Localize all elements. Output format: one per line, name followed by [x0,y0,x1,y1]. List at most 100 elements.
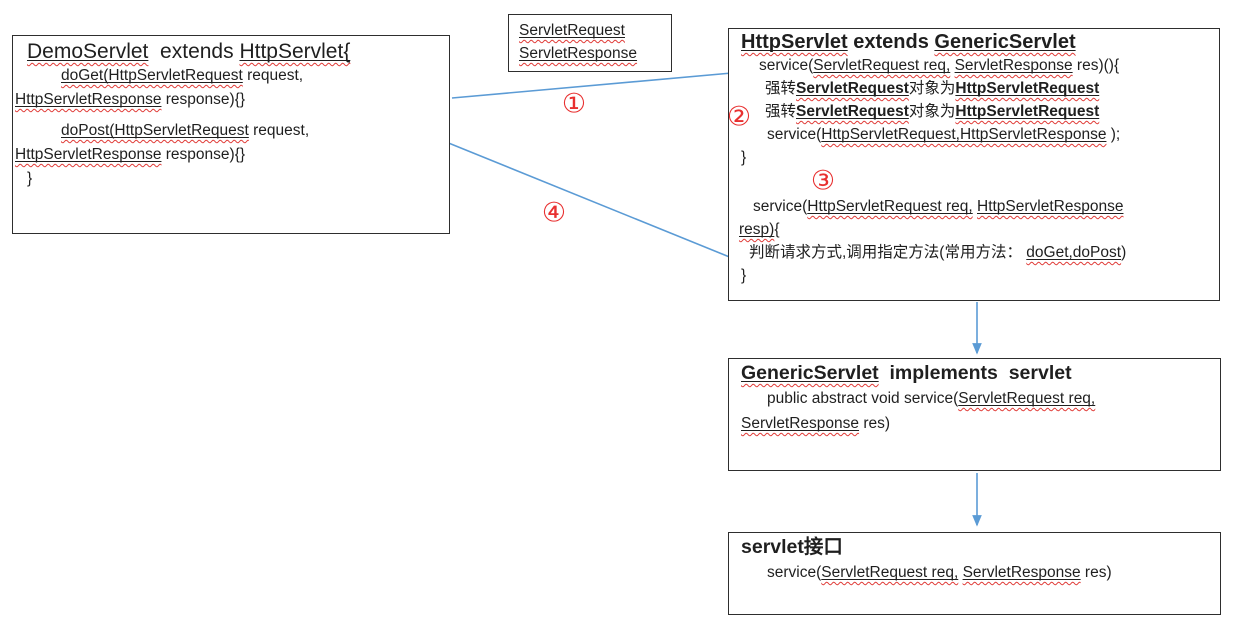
text-segment: extends [847,31,935,53]
spellcheck-underlined-text: doGet,doPost [1026,244,1122,261]
spellcheck-underlined-text: HttpServletResponse [15,146,162,163]
text-segment: HttpServlet [741,31,848,53]
spellcheck-underlined-text: ServletRequest [796,80,909,97]
code-line: ServletRequest [511,19,665,42]
code-line: service(HttpServletRequest,HttpServletRe… [731,123,1213,146]
spellcheck-underlined-text: HttpServletResponse [977,198,1124,215]
text-segment: } [27,170,33,187]
text-segment: request, [248,122,310,139]
text-segment: ); [1106,126,1121,143]
text-segment: GenericServlet [934,31,1075,53]
text-segment: ServletRequest req, [813,57,950,74]
text-segment: { [774,221,780,238]
code-line: service(ServletRequest req, ServletRespo… [731,560,1214,585]
text-segment: HttpServletRequest req, [807,198,972,215]
text-segment: implements servlet [878,362,1072,384]
spellcheck-underlined-text: ServletRequest req, [958,390,1096,407]
text-segment: res)(){ [1072,57,1120,74]
code-line: } [731,146,1213,169]
text-segment: HttpServletResponse [15,91,161,108]
text-segment: public abstract void service( [767,390,959,407]
code-line: ServletResponse res) [731,411,1214,436]
text-segment: 强转 [765,80,797,97]
text-segment: servlet接口 [741,536,843,558]
spellcheck-underlined-text: ServletRequest req, [821,564,959,581]
text-segment: HttpServlet{ [239,40,350,63]
spellcheck-underlined-text: resp) [739,221,775,238]
spellcheck-underlined-text: HttpServletRequest,HttpServletResponse [821,126,1107,143]
spellcheck-underlined-text: DemoServlet [27,40,149,63]
spellcheck-underlined-text: ServletResponse [519,45,638,62]
text-segment: service( [767,564,822,581]
spellcheck-underlined-text: ServletRequest req, [813,57,951,74]
code-line: 强转ServletRequest对象为HttpServletRequest [731,77,1213,100]
spellcheck-underlined-text: HttpServletRequest [955,103,1100,120]
text-segment: service( [759,57,814,74]
text-segment: response){} [161,146,246,163]
code-line: HttpServletResponse response){} [15,143,443,167]
spellcheck-underlined-text: ServletResponse [962,564,1081,581]
text-segment: ServletResponse [741,415,859,432]
code-line: doPost(HttpServletRequest request, [15,119,443,143]
spellcheck-underlined-text: GenericServlet [934,31,1076,53]
spellcheck-underlined-text: ServletResponse [741,415,860,432]
code-line: service(HttpServletRequest req, HttpServ… [731,195,1213,218]
text-segment: ServletRequest req, [821,564,958,581]
code-line: service(ServletRequest req, ServletRespo… [731,54,1213,77]
text-segment: resp) [739,221,774,238]
circled-number-2: ② [726,101,752,133]
text-segment: ServletRequest [519,22,625,39]
box-title-line: DemoServlet extends HttpServlet{ [15,38,443,64]
text-segment: doGet(HttpServletRequest [61,67,243,84]
text-segment: } [741,149,747,166]
box-title-line: GenericServlet implements servlet [731,361,1214,386]
spellcheck-underlined-text: GenericServlet [741,362,879,384]
text-segment: } [741,267,747,284]
text-segment: res) [1080,564,1112,581]
text-segment: ServletResponse [963,564,1081,581]
text-segment: HttpServletResponse [977,198,1123,215]
code-line: HttpServletResponse response){} [15,88,443,112]
text-segment: service( [753,198,808,215]
text-segment: DemoServlet [27,40,148,63]
spellcheck-underlined-text: HttpServlet{ [239,40,351,63]
code-line: resp){ [731,218,1213,241]
spellcheck-underlined-text: doGet(HttpServletRequest [61,67,243,84]
code-line: public abstract void service(ServletRequ… [731,386,1214,411]
code-line: ServletResponse [511,42,665,65]
circled-number-3: ③ [810,165,836,197]
text-segment: HttpServletResponse [15,146,161,163]
arrow-1-demo-to-httpservlet [451,68,745,99]
code-line: } [15,167,443,191]
spellcheck-underlined-text: ServletRequest [519,22,625,39]
spellcheck-underlined-text: HttpServletRequest req, [807,198,973,215]
spellcheck-underlined-text: HttpServlet [741,31,848,53]
text-segment: HttpServletRequest [955,103,1099,120]
text-segment: ServletRequest [796,80,909,97]
text-segment: 对象为 [908,80,956,97]
code-line: 强转ServletRequest对象为HttpServletRequest [731,100,1213,123]
text-segment: HttpServletRequest [955,80,1099,97]
text-segment: 判断请求方式,调用指定方法(常用方法： [749,244,1027,261]
text-segment: request, [242,67,304,84]
circled-number-1: ① [561,88,587,120]
text-segment: ServletResponse [955,57,1073,74]
spellcheck-underlined-text: ServletResponse [954,57,1073,74]
spellcheck-underlined-text: doPost(HttpServletRequest [61,122,249,139]
text-segment: response){} [161,91,246,108]
demo-servlet-class-box: DemoServlet extends HttpServlet{ doGet(Ht… [12,35,450,234]
text-segment: ) [1121,244,1127,261]
text-segment: service( [767,126,822,143]
text-segment: HttpServletRequest,HttpServletResponse [821,126,1106,143]
text-segment: ServletRequest [796,103,909,120]
code-line: } [731,264,1213,287]
text-segment: doPost(HttpServletRequest [61,122,249,139]
box-title-line: HttpServlet extends GenericServlet [731,31,1213,54]
box-title-line: servlet接口 [731,535,1214,560]
code-line: 判断请求方式,调用指定方法(常用方法： doGet,doPost) [731,241,1213,264]
text-segment: doGet,doPost [1026,244,1121,261]
